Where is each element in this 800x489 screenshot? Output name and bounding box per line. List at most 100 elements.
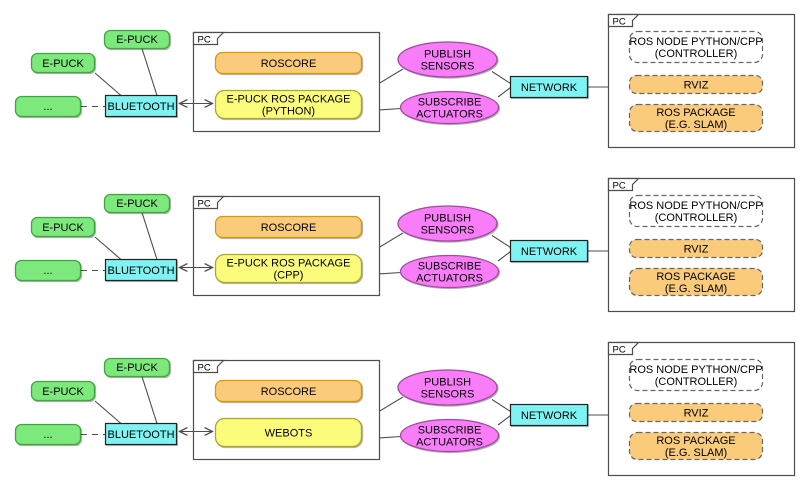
publish-sensors-node — [397, 369, 498, 406]
pc-left-label: PC — [198, 35, 211, 46]
connector-epuck-top-bluetooth — [141, 376, 158, 424]
epuck-node-left — [30, 380, 96, 402]
pc-left-label: PC — [198, 199, 211, 210]
ros-node-controller-label-line2: (CONTROLLER) — [655, 376, 738, 388]
subscribe-actuators-label-line2: ACTUATORS — [416, 273, 483, 285]
bluetooth-node-label: BLUETOOTH — [107, 101, 174, 113]
publish-sensors-label-line1: PUBLISH — [424, 213, 471, 225]
epuck-node-top-label: E-PUCK — [116, 198, 158, 210]
ellipsis-node-label: ... — [43, 429, 52, 441]
rviz-node — [628, 238, 764, 259]
connector-epuck-left-bluetooth — [94, 236, 122, 260]
subscribe-actuators-label-line2: ACTUATORS — [416, 109, 483, 121]
subscribe-actuators-node — [399, 418, 500, 453]
rviz-node-label: RVIZ — [684, 244, 709, 256]
epuck-ros-package-label-line1: E-PUCK ROS PACKAGE — [227, 94, 351, 106]
rviz-node-label: RVIZ — [684, 80, 709, 92]
ros-package-slam-label-line1: ROS PACKAGE — [656, 107, 735, 119]
ros-node-controller — [628, 30, 764, 64]
pc-right-label: PC — [613, 17, 626, 28]
row-3: PC PC E-PUCK E-PUCK ... BLUETOOTH ROSCOR… — [14, 341, 796, 477]
epuck-ros-package-label-line2: (CPP) — [274, 270, 304, 282]
pc-right-tab — [607, 13, 640, 28]
publish-sensors-label-line2: SENSORS — [421, 61, 475, 73]
ros-node-controller — [628, 194, 764, 228]
publish-sensors-label-line2: SENSORS — [421, 225, 475, 237]
ros-package-slam-label-line1: ROS PACKAGE — [656, 435, 735, 447]
ros-node-controller-label-line1: ROS NODE PYTHON/CPP — [629, 36, 762, 48]
connector-epuck-left-bluetooth — [94, 400, 122, 424]
rviz-node — [628, 402, 764, 423]
epuck-node-left-label: E-PUCK — [42, 58, 84, 70]
ellipsis-node — [14, 259, 82, 282]
roscore-node — [214, 51, 363, 75]
epuck-node-left-label: E-PUCK — [42, 222, 84, 234]
webots-node-label: WEBOTS — [265, 428, 313, 440]
epuck-ros-package-label-line1: E-PUCK ROS PACKAGE — [227, 258, 351, 270]
epuck-ros-package-label-line2: (PYTHON) — [262, 106, 315, 118]
roscore-node — [214, 379, 363, 403]
publish-sensors-label-line2: SENSORS — [421, 389, 475, 401]
pc-right-label: PC — [613, 181, 626, 192]
connector-epuck-top-bluetooth — [141, 48, 158, 96]
connector-epuck-top-bluetooth — [141, 212, 158, 260]
bluetooth-node-label: BLUETOOTH — [107, 429, 174, 441]
epuck-node-left — [30, 52, 96, 74]
pc-right-label: PC — [613, 345, 626, 356]
connector-publish-network — [491, 399, 511, 412]
bluetooth-node — [104, 94, 178, 118]
ros-package-slam-node — [628, 431, 764, 461]
pc-left-label: PC — [198, 363, 211, 374]
ros-package-slam-label-line2: (E.G. SLAM) — [665, 283, 727, 295]
epuck-node-top-label: E-PUCK — [116, 34, 158, 46]
network-node-label: NETWORK — [521, 410, 578, 422]
bluetooth-node-label: BLUETOOTH — [107, 265, 174, 277]
subscribe-actuators-node — [399, 254, 500, 289]
ros-node-controller — [628, 358, 764, 392]
ros-package-slam-label-line1: ROS PACKAGE — [656, 271, 735, 283]
connector-publish-network — [491, 71, 511, 84]
pc-left-tab — [192, 195, 225, 210]
ros-node-controller-label-line2: (CONTROLLER) — [655, 212, 738, 224]
ros-package-slam-node — [628, 267, 764, 297]
connector-subscribe-network — [497, 251, 511, 262]
ellipsis-node — [14, 95, 82, 118]
epuck-node-top-label: E-PUCK — [116, 362, 158, 374]
rviz-node-label: RVIZ — [684, 408, 709, 420]
roscore-node-label: ROSCORE — [261, 386, 317, 398]
network-node — [509, 239, 589, 263]
subscribe-actuators-label-line2: ACTUATORS — [416, 437, 483, 449]
pc-left-tab — [192, 359, 225, 374]
subscribe-actuators-node — [399, 90, 500, 125]
connector-subscribe-network — [497, 87, 511, 98]
network-node-label: NETWORK — [521, 82, 578, 94]
ros-node-controller-label-line1: ROS NODE PYTHON/CPP — [629, 364, 762, 376]
pc-left-tab — [192, 31, 225, 46]
roscore-node-label: ROSCORE — [261, 58, 317, 70]
rviz-node — [628, 74, 764, 95]
pc-right-tab — [607, 177, 640, 192]
network-node — [509, 75, 589, 99]
webots-node — [214, 417, 363, 448]
epuck-ros-package-node — [214, 89, 363, 120]
publish-sensors-label-line1: PUBLISH — [424, 377, 471, 389]
row-1: PC PC E-PUCK E-PUCK ... BLUETOOTH ROSCOR… — [14, 13, 796, 149]
ros-package-slam-label-line2: (E.G. SLAM) — [665, 447, 727, 459]
ros-package-slam-node — [628, 103, 764, 133]
subscribe-actuators-label-line1: SUBSCRIBE — [418, 97, 482, 109]
epuck-node-top — [103, 29, 171, 50]
ellipsis-node-label: ... — [43, 101, 52, 113]
publish-sensors-label-line1: PUBLISH — [424, 49, 471, 61]
bluetooth-node — [104, 422, 178, 446]
ellipsis-node-label: ... — [43, 265, 52, 277]
connector-subscribe-network — [497, 415, 511, 426]
roscore-node-label: ROSCORE — [261, 222, 317, 234]
ros-node-controller-label-line1: ROS NODE PYTHON/CPP — [629, 200, 762, 212]
ellipsis-node — [14, 423, 82, 446]
publish-sensors-node — [397, 205, 498, 242]
subscribe-actuators-label-line1: SUBSCRIBE — [418, 425, 482, 437]
epuck-node-left-label: E-PUCK — [42, 386, 84, 398]
epuck-node-top — [103, 357, 171, 378]
